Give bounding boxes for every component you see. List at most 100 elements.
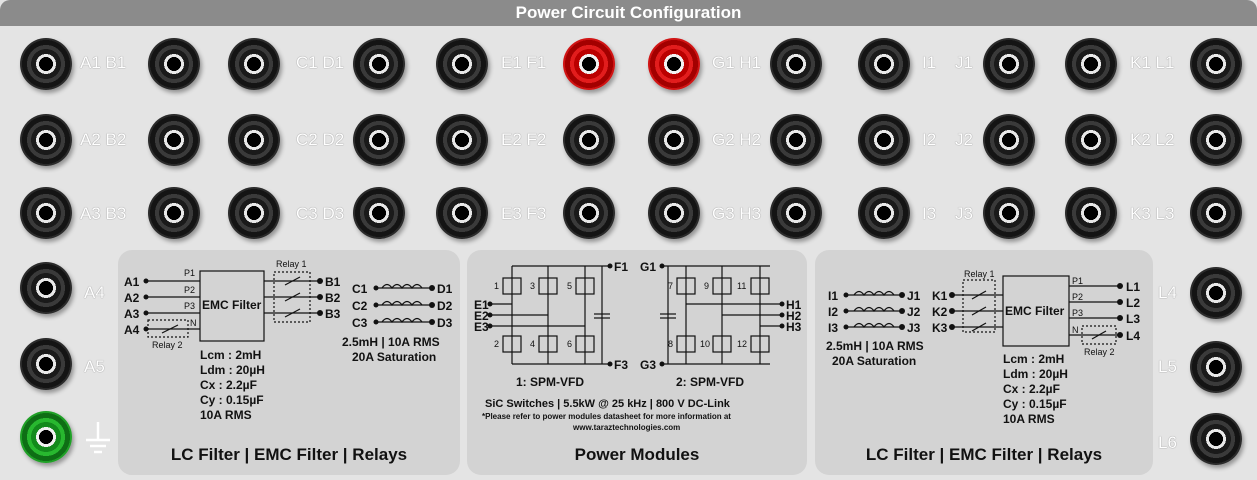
- jack-g2[interactable]: [648, 114, 700, 166]
- jack-label-l6: L6: [1158, 433, 1177, 452]
- jack-l1[interactable]: [1190, 38, 1242, 90]
- left-lc-d2: D2: [437, 299, 453, 313]
- jack-label-k1-l1: K1 L1: [1130, 53, 1175, 72]
- right-lc-i3: I3: [828, 321, 839, 335]
- jack-a2[interactable]: [20, 114, 72, 166]
- left-lc-c2: C2: [352, 299, 368, 313]
- jack-label-e3-f3: E3 F3: [501, 204, 547, 223]
- sw-num-2: 2: [494, 339, 500, 349]
- right-lc-spec1: 2.5mH | 10A RMS: [826, 339, 924, 353]
- mid-h1: H1: [786, 298, 802, 312]
- left-lc-d3: D3: [437, 316, 453, 330]
- jack-a5[interactable]: [20, 338, 72, 390]
- jack-k2[interactable]: [1065, 114, 1117, 166]
- jack-e2[interactable]: [436, 114, 488, 166]
- mid-g1: G1: [640, 260, 657, 274]
- mid-e2: E2: [474, 309, 489, 323]
- jack-k1[interactable]: [1065, 38, 1117, 90]
- jack-h1[interactable]: [770, 38, 822, 90]
- right-spec-cy: Cy : 0.15µF: [1003, 397, 1067, 411]
- right-spec-cx: Cx : 2.2µF: [1003, 382, 1060, 396]
- jack-c1[interactable]: [228, 38, 280, 90]
- module-note-1: *Please refer to power modules datasheet…: [482, 412, 731, 421]
- jack-d1[interactable]: [353, 38, 405, 90]
- jack-l6[interactable]: [1190, 413, 1242, 465]
- right-in-k1: K1: [932, 289, 948, 303]
- module-note-2: www.taraztechnologies.com: [573, 423, 681, 432]
- power-modules-box: Power Modules: [467, 250, 807, 475]
- jack-c2[interactable]: [228, 114, 280, 166]
- sw-num-5: 5: [567, 281, 573, 291]
- jack-l2[interactable]: [1190, 114, 1242, 166]
- left-out-b1: B1: [325, 275, 341, 289]
- left-spec-ldm: Ldm : 20µH: [200, 363, 265, 377]
- left-pin-p2: P2: [184, 285, 196, 295]
- module-1-label: 1: SPM-VFD: [516, 375, 585, 389]
- mid-h2: H2: [786, 309, 802, 323]
- jack-label-a1-b1: A1 B1: [80, 53, 127, 72]
- right-pin-p1: P1: [1072, 276, 1084, 286]
- jack-b3[interactable]: [148, 187, 200, 239]
- jack-label-g3-h3: G3 H3: [712, 204, 762, 223]
- right-pin-p3: P3: [1072, 308, 1084, 318]
- right-spec-lcm: Lcm : 2mH: [1003, 352, 1065, 366]
- jack-i2[interactable]: [858, 114, 910, 166]
- jack-b2[interactable]: [148, 114, 200, 166]
- module-2-label: 2: SPM-VFD: [676, 375, 745, 389]
- jack-l4[interactable]: [1190, 267, 1242, 319]
- sw-num-11: 11: [737, 281, 747, 291]
- jack-b1[interactable]: [148, 38, 200, 90]
- jack-i1[interactable]: [858, 38, 910, 90]
- jack-label-a3-b3: A3 B3: [80, 204, 127, 223]
- left-lc-c1: C1: [352, 282, 368, 296]
- left-spec-rms: 10A RMS: [200, 408, 252, 422]
- jack-a3[interactable]: [20, 187, 72, 239]
- sw-num-10: 10: [700, 339, 711, 349]
- sw-num-12: 12: [737, 339, 748, 349]
- jack-j2[interactable]: [983, 114, 1035, 166]
- mid-g3: G3: [640, 358, 657, 372]
- jack-l3[interactable]: [1190, 187, 1242, 239]
- jack-i3[interactable]: [858, 187, 910, 239]
- sw-num-7: 7: [668, 281, 674, 291]
- jack-d3[interactable]: [353, 187, 405, 239]
- right-lc-i2: I2: [828, 305, 839, 319]
- right-out-l2: L2: [1126, 296, 1141, 310]
- jack-l5[interactable]: [1190, 341, 1242, 393]
- jack-f1-red[interactable]: [563, 38, 615, 90]
- jack-h2[interactable]: [770, 114, 822, 166]
- jack-h3[interactable]: [770, 187, 822, 239]
- right-relay2-label: Relay 2: [1084, 347, 1115, 357]
- jack-j3[interactable]: [983, 187, 1035, 239]
- sw-num-1: 1: [494, 281, 500, 291]
- mid-box-footer: Power Modules: [574, 445, 700, 464]
- jack-label-c3-d3: C3 D3: [296, 204, 345, 223]
- jack-label-g2-h2: G2 H2: [712, 130, 762, 149]
- jack-a4[interactable]: [20, 262, 72, 314]
- jack-label-g1-h1: G1 H1: [712, 53, 762, 72]
- left-relay2-label: Relay 2: [152, 340, 183, 350]
- left-out-b3: B3: [325, 307, 341, 321]
- jack-a1[interactable]: [20, 38, 72, 90]
- sw-num-3: 3: [530, 281, 536, 291]
- left-relay1-label: Relay 1: [276, 259, 307, 269]
- title-bar: [0, 0, 1257, 26]
- jack-d2[interactable]: [353, 114, 405, 166]
- left-lc-d1: D1: [437, 282, 453, 296]
- jack-g1-red[interactable]: [648, 38, 700, 90]
- left-pin-n: N: [190, 318, 197, 328]
- jack-f3[interactable]: [563, 187, 615, 239]
- jack-f2[interactable]: [563, 114, 615, 166]
- jack-e3[interactable]: [436, 187, 488, 239]
- jack-e1[interactable]: [436, 38, 488, 90]
- jack-k3[interactable]: [1065, 187, 1117, 239]
- right-lc-j2: J2: [907, 305, 921, 319]
- left-in-a3: A3: [124, 307, 140, 321]
- jack-c3[interactable]: [228, 187, 280, 239]
- jack-label-j3: J3: [955, 204, 973, 223]
- jack-ground-green[interactable]: [20, 411, 72, 463]
- jack-j1[interactable]: [983, 38, 1035, 90]
- right-in-k3: K3: [932, 321, 948, 335]
- jack-g3[interactable]: [648, 187, 700, 239]
